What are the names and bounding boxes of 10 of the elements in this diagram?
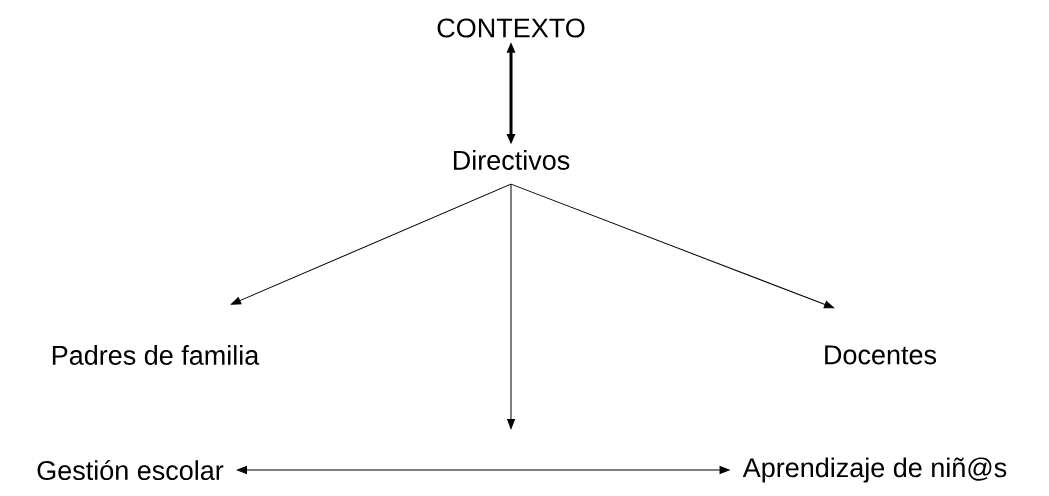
node-label: Gestión escolar: [37, 459, 224, 481]
node-label: CONTEXTO: [437, 18, 585, 38]
arrow: [236, 466, 730, 474]
node-label: Aprendizaje de niñ@s: [742, 457, 1007, 483]
arrow: [507, 183, 515, 430]
node-label: Docentes: [825, 345, 937, 365]
arrow: [230, 183, 512, 305]
node-label: Directivos: [453, 150, 570, 170]
arrow: [510, 183, 835, 309]
node-label: Padres de familia: [52, 345, 260, 365]
